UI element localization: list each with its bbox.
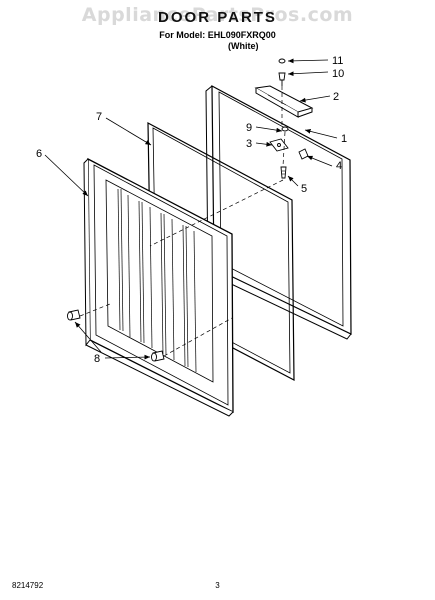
model-line: For Model: EHL090FXRQ00 bbox=[159, 30, 276, 40]
screw-part-8-right bbox=[151, 350, 165, 362]
inner-door-liner bbox=[83, 157, 234, 417]
callout-9: 9 bbox=[246, 122, 252, 134]
callout-1: 1 bbox=[341, 133, 347, 145]
callout-11: 11 bbox=[332, 55, 343, 67]
stop-part-4 bbox=[298, 148, 309, 160]
page-title: DOOR PARTS bbox=[158, 9, 277, 26]
document-number: 8214792 bbox=[12, 581, 44, 590]
leader-lines bbox=[44, 58, 338, 360]
callout-5: 5 bbox=[301, 183, 307, 195]
callout-7: 7 bbox=[96, 111, 102, 123]
handle-bracket bbox=[254, 85, 314, 118]
outer-door-panel bbox=[205, 84, 352, 340]
callout-6: 6 bbox=[36, 148, 42, 160]
hinge-part-3 bbox=[269, 138, 289, 152]
page-number: 3 bbox=[215, 581, 220, 590]
callout-8: 8 bbox=[94, 353, 100, 365]
screw-part-8-left bbox=[67, 309, 81, 321]
watermark: AppliancePartsPros.com bbox=[81, 4, 354, 26]
washer-part-11 bbox=[278, 58, 286, 64]
screw-part-5 bbox=[280, 166, 287, 179]
callout-3: 3 bbox=[246, 138, 252, 150]
hinge-pin-part-9 bbox=[281, 126, 289, 132]
liner-ribs bbox=[117, 188, 197, 373]
alignment-lines bbox=[79, 86, 286, 357]
color-line: (White) bbox=[228, 41, 259, 51]
callout-2: 2 bbox=[333, 91, 339, 103]
screw-part-10 bbox=[278, 72, 286, 86]
callout-10: 10 bbox=[332, 68, 344, 80]
callout-labels: 11 10 2 1 9 3 4 5 7 6 8 bbox=[36, 55, 347, 365]
callout-4: 4 bbox=[336, 160, 342, 172]
